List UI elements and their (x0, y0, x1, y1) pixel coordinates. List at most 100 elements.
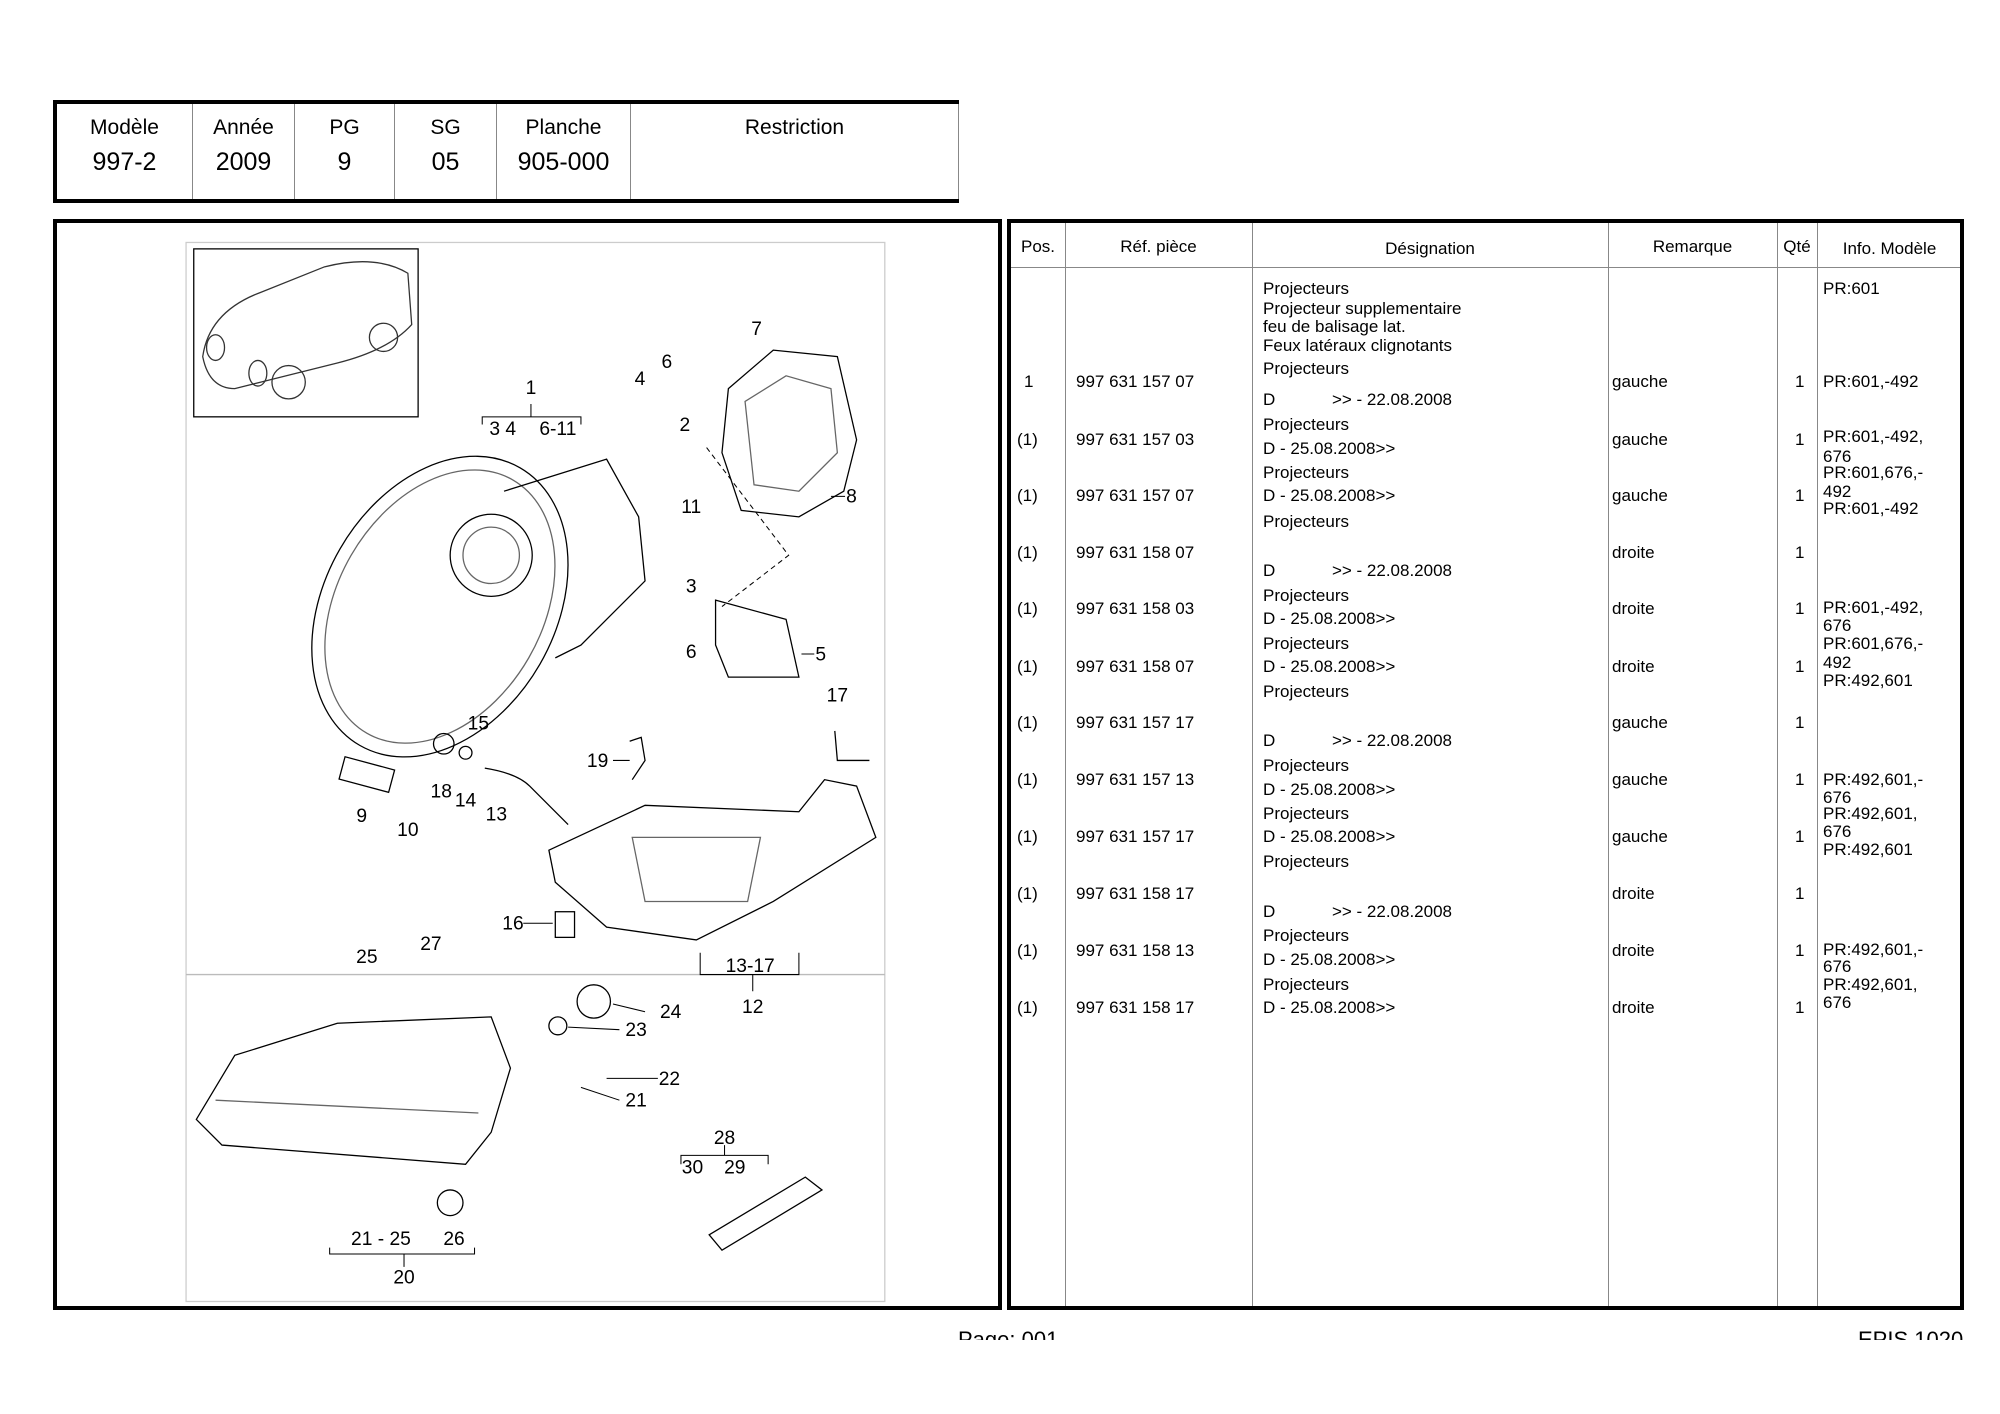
callout-label: 9 (356, 806, 367, 827)
header-cell-6: Restriction (631, 104, 959, 199)
row-qty: 1 (1795, 769, 1805, 789)
callout-label: 29 (724, 1157, 745, 1178)
callout-label: 6-11 (539, 419, 576, 440)
designation-line: Projecteurs (1263, 682, 1349, 702)
info-line: PR:601,676,- (1823, 633, 1924, 653)
info-line: PR:601,676,- (1823, 463, 1924, 483)
callout-label: 21 (625, 1091, 646, 1112)
header-value: 997-2 (92, 148, 157, 176)
page-number: Page: 001 (958, 1327, 1059, 1340)
headlamp-housing-drawing (721, 349, 858, 518)
callout-brackets (329, 404, 846, 1267)
row-pos: (1) (1017, 883, 1038, 903)
header-value: 9 (337, 148, 352, 176)
callout-label: 8 (846, 487, 857, 508)
info-line: PR:601,-492 (1823, 372, 1919, 392)
row-qty: 1 (1795, 997, 1805, 1017)
row-qty: 1 (1795, 883, 1805, 903)
row-remark: gauche (1612, 769, 1668, 789)
row-ref: 997 631 157 13 (1076, 769, 1195, 789)
row-qty: 1 (1795, 941, 1805, 961)
row-pos: (1) (1017, 599, 1038, 619)
callout-label: 26 (443, 1229, 464, 1250)
designation-line: Projecteurs (1263, 633, 1349, 653)
info-line: PR:492,601 (1823, 840, 1913, 860)
row-remark: droite (1612, 883, 1655, 903)
row-ref: 997 631 157 17 (1076, 713, 1195, 733)
designation-line: Feux latéraux clignotants (1263, 336, 1452, 356)
row-pos: (1) (1017, 769, 1038, 789)
side-marker-headlamp-drawing (195, 1016, 512, 1165)
designation-line: Projecteurs (1263, 755, 1349, 775)
under-tray-drawing (548, 778, 877, 941)
info-line: PR:492,601, (1823, 804, 1918, 824)
row-pos: (1) (1017, 713, 1038, 733)
designation-line: D - 25.08.2008>> (1263, 779, 1396, 799)
designation-line: Projecteurs (1263, 586, 1349, 606)
callout-label: 16 (502, 914, 523, 935)
header-label: Planche (525, 116, 602, 139)
col-header-info: Info. Modèle (1842, 239, 1937, 258)
callout-label: 13-17 (726, 956, 775, 977)
callout-label: 5 (815, 644, 826, 665)
info-line: PR:492,601,- (1823, 769, 1924, 789)
col-header-qty: Qté (1783, 237, 1811, 256)
designation-line: Projecteurs (1263, 851, 1349, 871)
designation-line: Projecteur supplementaire (1263, 299, 1462, 319)
designation-line: Projecteurs (1263, 926, 1349, 946)
info-line: 676 (1823, 787, 1852, 807)
car-thumbnail-frame (193, 248, 419, 418)
callout-label: 1 (526, 378, 537, 399)
info-line: PR:601,-492, (1823, 597, 1924, 617)
callout-label: 13 (486, 805, 507, 826)
callout-label: 19 (587, 751, 608, 772)
header-value: 905-000 (517, 148, 610, 176)
callout-label: 4 (635, 369, 646, 390)
designation-line: D >> - 22.08.2008 (1263, 901, 1453, 921)
info-line: 676 (1823, 615, 1852, 635)
row-ref: 997 631 158 07 (1076, 542, 1195, 562)
col-header-designation: Désignation (1385, 239, 1475, 258)
header-label: Année (213, 116, 274, 139)
header-cell-2: Année 2009 (193, 104, 295, 199)
row-ref: 997 631 157 17 (1076, 827, 1195, 847)
header-value: 2009 (215, 148, 272, 176)
designation-line: D - 25.08.2008>> (1263, 438, 1396, 458)
row-remark: droite (1612, 656, 1655, 676)
row-qty: 1 (1795, 656, 1805, 676)
info-line: PR:492,601, (1823, 974, 1918, 994)
col-header-ref: Réf. pièce (1120, 237, 1197, 256)
small-parts-drawing (338, 730, 870, 1217)
designation-line: D - 25.08.2008>> (1263, 609, 1396, 629)
row-qty: 1 (1795, 827, 1805, 847)
row-remark: droite (1612, 997, 1655, 1017)
designation-line: D >> - 22.08.2008 (1263, 390, 1453, 410)
row-pos: (1) (1017, 542, 1038, 562)
callout-label: 15 (468, 714, 489, 735)
info-line: 676 (1823, 822, 1852, 842)
row-pos: (1) (1017, 941, 1038, 961)
callout-label: 23 (625, 1020, 646, 1041)
headlamp-assembly-drawing (311, 455, 646, 758)
col-header-pos: Pos. (1020, 237, 1056, 256)
designation-line: D >> - 22.08.2008 (1263, 560, 1453, 580)
info-line: 676 (1823, 446, 1852, 466)
row-ref: 997 631 157 03 (1076, 429, 1195, 449)
designation-line: Projecteurs (1263, 511, 1349, 531)
row-ref: 997 631 157 07 (1076, 486, 1195, 506)
designation-line: Projecteurs (1263, 804, 1349, 824)
callout-label: 6 (661, 352, 672, 373)
info-line: 676 (1823, 992, 1852, 1012)
row-remark: gauche (1612, 827, 1668, 847)
designation-line: D - 25.08.2008>> (1263, 486, 1396, 506)
designation-line: D - 25.08.2008>> (1263, 950, 1396, 970)
row-remark: gauche (1612, 429, 1668, 449)
callout-label: 14 (455, 791, 477, 812)
callout-label: 22 (659, 1069, 680, 1090)
designation-line: Projecteurs (1263, 974, 1349, 994)
header-cell-5: Planche 905-000 (497, 104, 631, 199)
catalog-code: EPIS 1020 (1858, 1327, 1964, 1340)
row-pos: 1 (1024, 372, 1034, 392)
